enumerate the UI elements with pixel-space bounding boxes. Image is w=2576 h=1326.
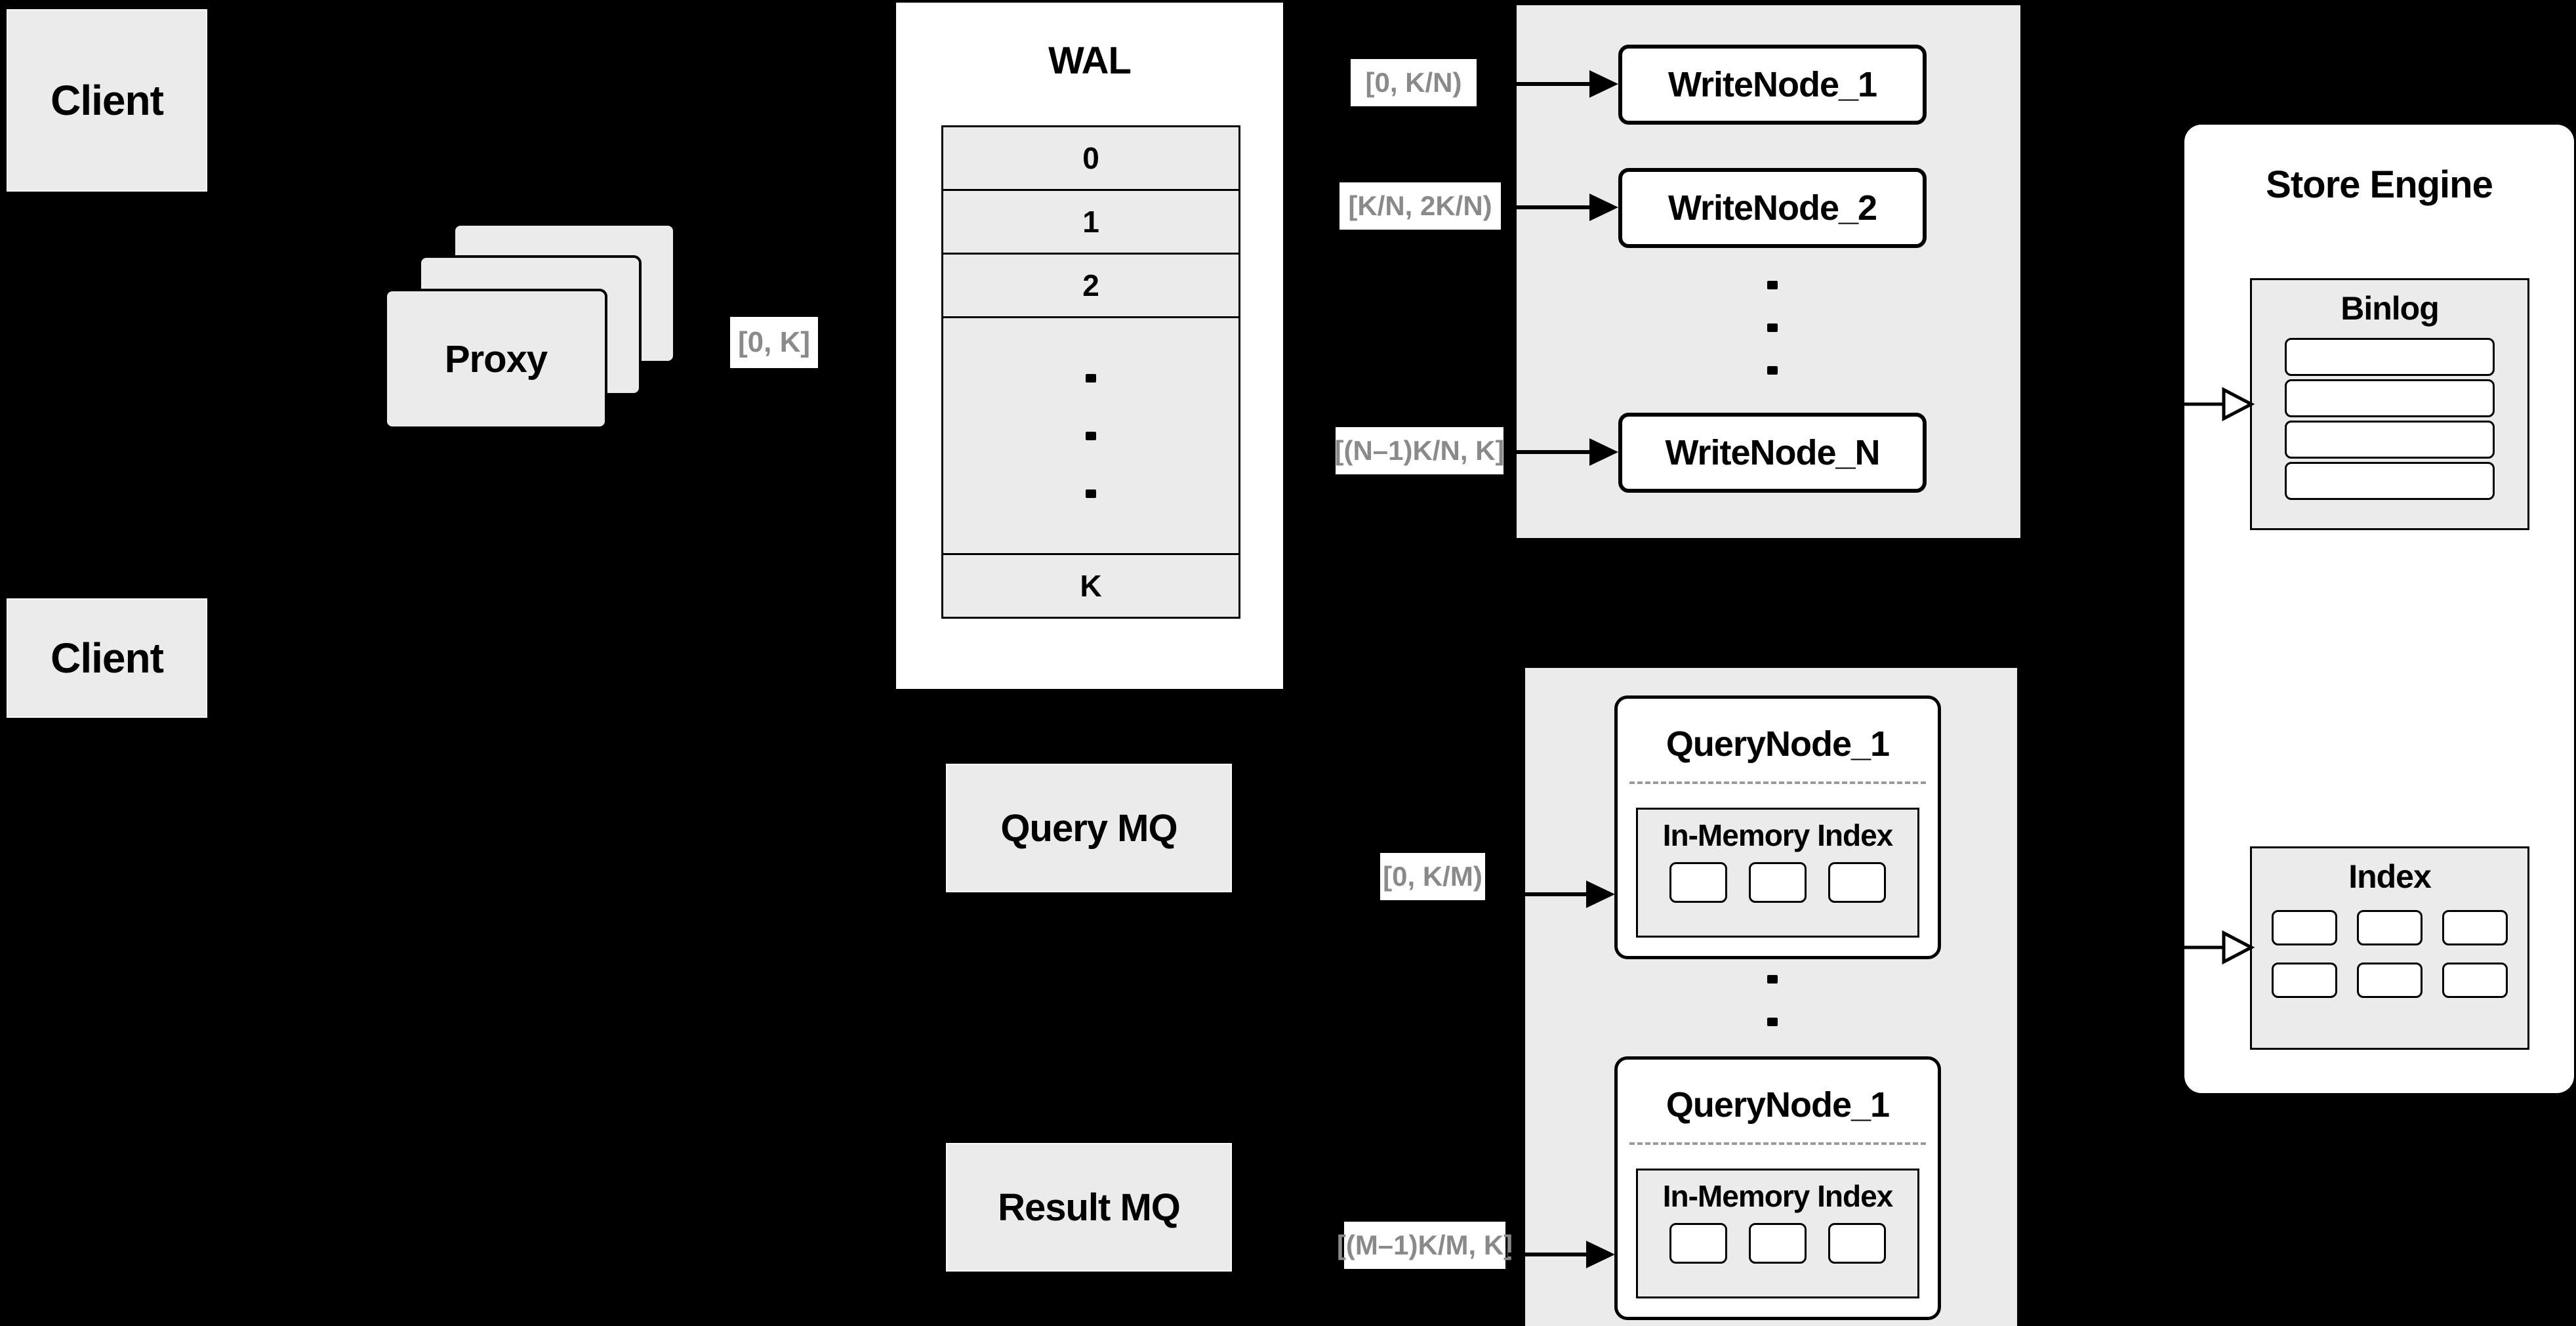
result-mq-box: Result MQ	[946, 1143, 1232, 1272]
querynode-top-title: QueryNode_1	[1666, 724, 1890, 764]
writenode-2-label: WriteNode_2	[1667, 188, 1877, 228]
range-chip-proxy-wal: [0, K]	[730, 317, 818, 368]
index-box: Index	[2250, 846, 2529, 1050]
index-segment	[2272, 910, 2337, 945]
wal-row-k-label: K	[1080, 569, 1102, 603]
ellipsis-dots	[1086, 373, 1096, 498]
memory-segments	[1638, 1223, 1917, 1264]
querynode-top-box: QueryNode_1 In-Memory Index	[1614, 695, 1941, 959]
range-chip-writenode-n-text: [(N–1)K/N, K]	[1334, 435, 1505, 466]
range-chip-writenode-1: [0, K/N)	[1351, 59, 1477, 106]
index-segment	[2442, 963, 2508, 998]
wal-row: 1	[941, 189, 1240, 255]
client-box-top: Client	[7, 9, 207, 192]
range-chip-writenode-1-text: [0, K/N)	[1365, 67, 1462, 98]
memory-segment	[1749, 1223, 1807, 1264]
range-chip-proxy-wal-text: [0, K]	[738, 326, 810, 358]
binlog-segments	[2252, 338, 2527, 500]
binlog-segment	[2285, 338, 2495, 376]
memory-segment	[1828, 862, 1886, 903]
dashed-separator	[1629, 781, 1926, 784]
writenode-1-box: WriteNode_1	[1618, 45, 1927, 125]
binlog-title: Binlog	[2341, 290, 2440, 327]
index-segment	[2357, 963, 2423, 998]
wal-row: 2	[941, 253, 1240, 318]
wal-row: K	[941, 553, 1240, 619]
range-chip-querynode-top-text: [0, K/M)	[1383, 861, 1482, 892]
binlog-segment	[2285, 462, 2495, 500]
wal-row-2-label: 2	[1082, 268, 1099, 302]
wal-row-1-label: 1	[1082, 205, 1099, 239]
memory-segment	[1828, 1223, 1886, 1264]
writenode-n-box: WriteNode_N	[1618, 413, 1927, 493]
store-engine-title: Store Engine	[2266, 163, 2493, 206]
wal-row-0-label: 0	[1082, 141, 1099, 175]
memory-segment	[1669, 1223, 1727, 1264]
binlog-segment	[2285, 379, 2495, 417]
writenode-2-box: WriteNode_2	[1618, 168, 1927, 248]
range-chip-writenode-2: [K/N, 2K/N)	[1339, 182, 1501, 230]
client-box-bottom: Client	[7, 598, 207, 718]
writenode-n-label: WriteNode_N	[1665, 433, 1880, 472]
binlog-box: Binlog	[2250, 278, 2529, 530]
in-memory-index-box-top: In-Memory Index	[1636, 808, 1919, 938]
wal-row: 0	[941, 125, 1240, 191]
index-segment	[2272, 963, 2337, 998]
arrow-to-index	[2183, 930, 2255, 968]
memory-segment	[1669, 862, 1727, 903]
range-chip-writenode-n: [(N–1)K/N, K]	[1334, 427, 1505, 474]
proxy-card-front: Proxy	[384, 289, 607, 429]
arrow-to-binlog	[2183, 386, 2255, 425]
memory-segment	[1749, 862, 1807, 903]
ellipsis-dots	[1767, 975, 1778, 1069]
writenode-1-label: WriteNode_1	[1667, 65, 1877, 104]
index-segment	[2442, 910, 2508, 945]
wal-title: WAL	[1048, 39, 1132, 82]
store-engine-panel: Store Engine Binlog Index	[2183, 125, 2574, 1093]
in-memory-index-top-title: In-Memory Index	[1662, 818, 1894, 852]
wal-row-ellipsis	[941, 316, 1240, 555]
querynode-bottom-box: QueryNode_1 In-Memory Index	[1614, 1056, 1941, 1320]
proxy-label: Proxy	[444, 337, 548, 381]
index-title: Index	[2348, 858, 2432, 895]
wal-panel: WAL 0 1 2 K	[896, 3, 1283, 689]
proxy-stack: Proxy	[384, 223, 680, 433]
query-mq-label: Query MQ	[1000, 806, 1177, 850]
memory-segments	[1638, 862, 1917, 903]
in-memory-index-box-bottom: In-Memory Index	[1636, 1169, 1919, 1298]
range-chip-querynode-bottom-text: [(M–1)K/M, K]	[1336, 1230, 1513, 1260]
querynode-bottom-title: QueryNode_1	[1666, 1085, 1890, 1125]
client-bottom-label: Client	[51, 634, 164, 682]
ellipsis-dots	[1767, 281, 1778, 375]
range-chip-writenode-2-text: [K/N, 2K/N)	[1348, 190, 1492, 221]
index-segment	[2357, 910, 2423, 945]
in-memory-index-bottom-title: In-Memory Index	[1662, 1179, 1894, 1213]
query-mq-box: Query MQ	[946, 764, 1232, 892]
result-mq-label: Result MQ	[998, 1186, 1181, 1229]
binlog-segment	[2285, 421, 2495, 459]
dashed-separator	[1629, 1142, 1926, 1145]
index-segments	[2272, 910, 2508, 998]
client-top-label: Client	[51, 77, 164, 124]
wal-table: 0 1 2 K	[941, 125, 1240, 619]
range-chip-querynode-top: [0, K/M)	[1380, 853, 1485, 900]
range-chip-querynode-bottom: [(M–1)K/M, K]	[1337, 1222, 1513, 1269]
